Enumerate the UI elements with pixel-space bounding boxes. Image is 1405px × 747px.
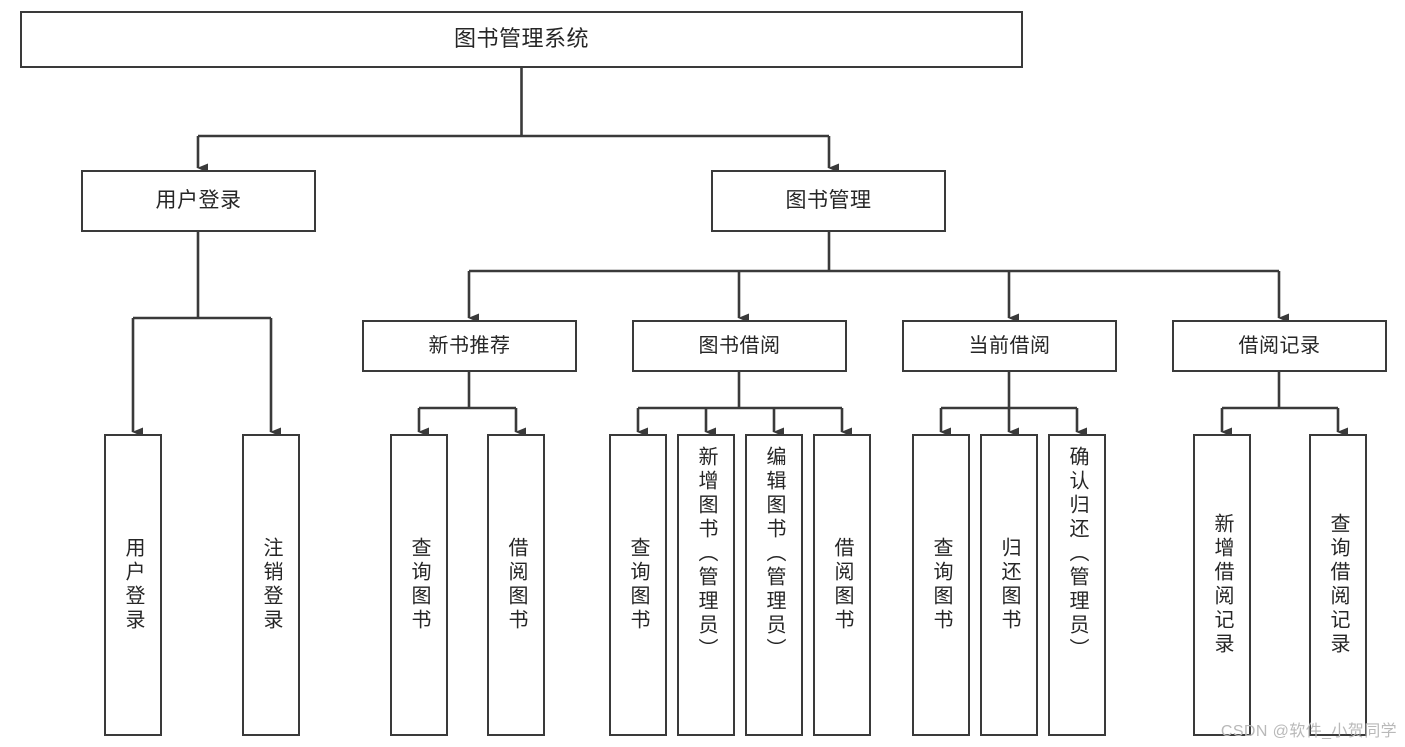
node-label: 查询图书	[408, 537, 430, 633]
node-root-library-system[interactable]: 图书管理系统	[20, 11, 1023, 68]
leaf-current-borrow-return[interactable]: 归还图书	[980, 434, 1038, 736]
node-label: 借阅图书	[505, 537, 527, 633]
node-book-borrow[interactable]: 图书借阅	[632, 320, 847, 372]
leaf-new-book-borrow[interactable]: 借阅图书	[487, 434, 545, 736]
leaf-user-login-logout[interactable]: 注销登录	[242, 434, 300, 736]
node-book-management[interactable]: 图书管理	[711, 170, 946, 232]
csdn-watermark: CSDN @软件_小贺同学	[1220, 723, 1397, 740]
node-label: 查询图书	[627, 537, 649, 633]
leaf-borrow-record-query[interactable]: 查询借阅记录	[1309, 434, 1367, 736]
leaf-book-borrow-query[interactable]: 查询图书	[609, 434, 667, 736]
node-label: 新增图书（管理员）	[695, 446, 717, 662]
node-new-book-recommend[interactable]: 新书推荐	[362, 320, 577, 372]
node-label: 借阅图书	[831, 537, 853, 633]
node-user-login[interactable]: 用户登录	[81, 170, 316, 232]
leaf-book-borrow-borrow[interactable]: 借阅图书	[813, 434, 871, 736]
leaf-current-borrow-query[interactable]: 查询图书	[912, 434, 970, 736]
leaf-book-borrow-edit[interactable]: 编辑图书（管理员）	[745, 434, 803, 736]
node-label: 归还图书	[998, 537, 1020, 633]
node-label: 查询图书	[930, 537, 952, 633]
node-current-borrow[interactable]: 当前借阅	[902, 320, 1117, 372]
node-label: 确认归还（管理员）	[1066, 446, 1088, 662]
node-label: 图书借阅	[698, 334, 781, 357]
node-label: 查询借阅记录	[1327, 513, 1349, 657]
leaf-user-login-login[interactable]: 用户登录	[104, 434, 162, 736]
node-label: 用户登录	[155, 189, 242, 213]
node-label: 图书管理	[785, 189, 872, 213]
node-label: 编辑图书（管理员）	[763, 446, 785, 662]
node-label: 当前借阅	[968, 334, 1051, 357]
node-label: 新书推荐	[428, 334, 511, 357]
node-borrow-record[interactable]: 借阅记录	[1172, 320, 1387, 372]
node-label: 图书管理系统	[453, 26, 589, 52]
leaf-new-book-query[interactable]: 查询图书	[390, 434, 448, 736]
leaf-book-borrow-add[interactable]: 新增图书（管理员）	[677, 434, 735, 736]
node-label: 借阅记录	[1238, 334, 1321, 357]
node-label: 用户登录	[122, 537, 144, 633]
leaf-current-borrow-confirm-return[interactable]: 确认归还（管理员）	[1048, 434, 1106, 736]
node-label: 注销登录	[260, 537, 282, 633]
leaf-borrow-record-add[interactable]: 新增借阅记录	[1193, 434, 1251, 736]
node-label: 新增借阅记录	[1211, 513, 1233, 657]
